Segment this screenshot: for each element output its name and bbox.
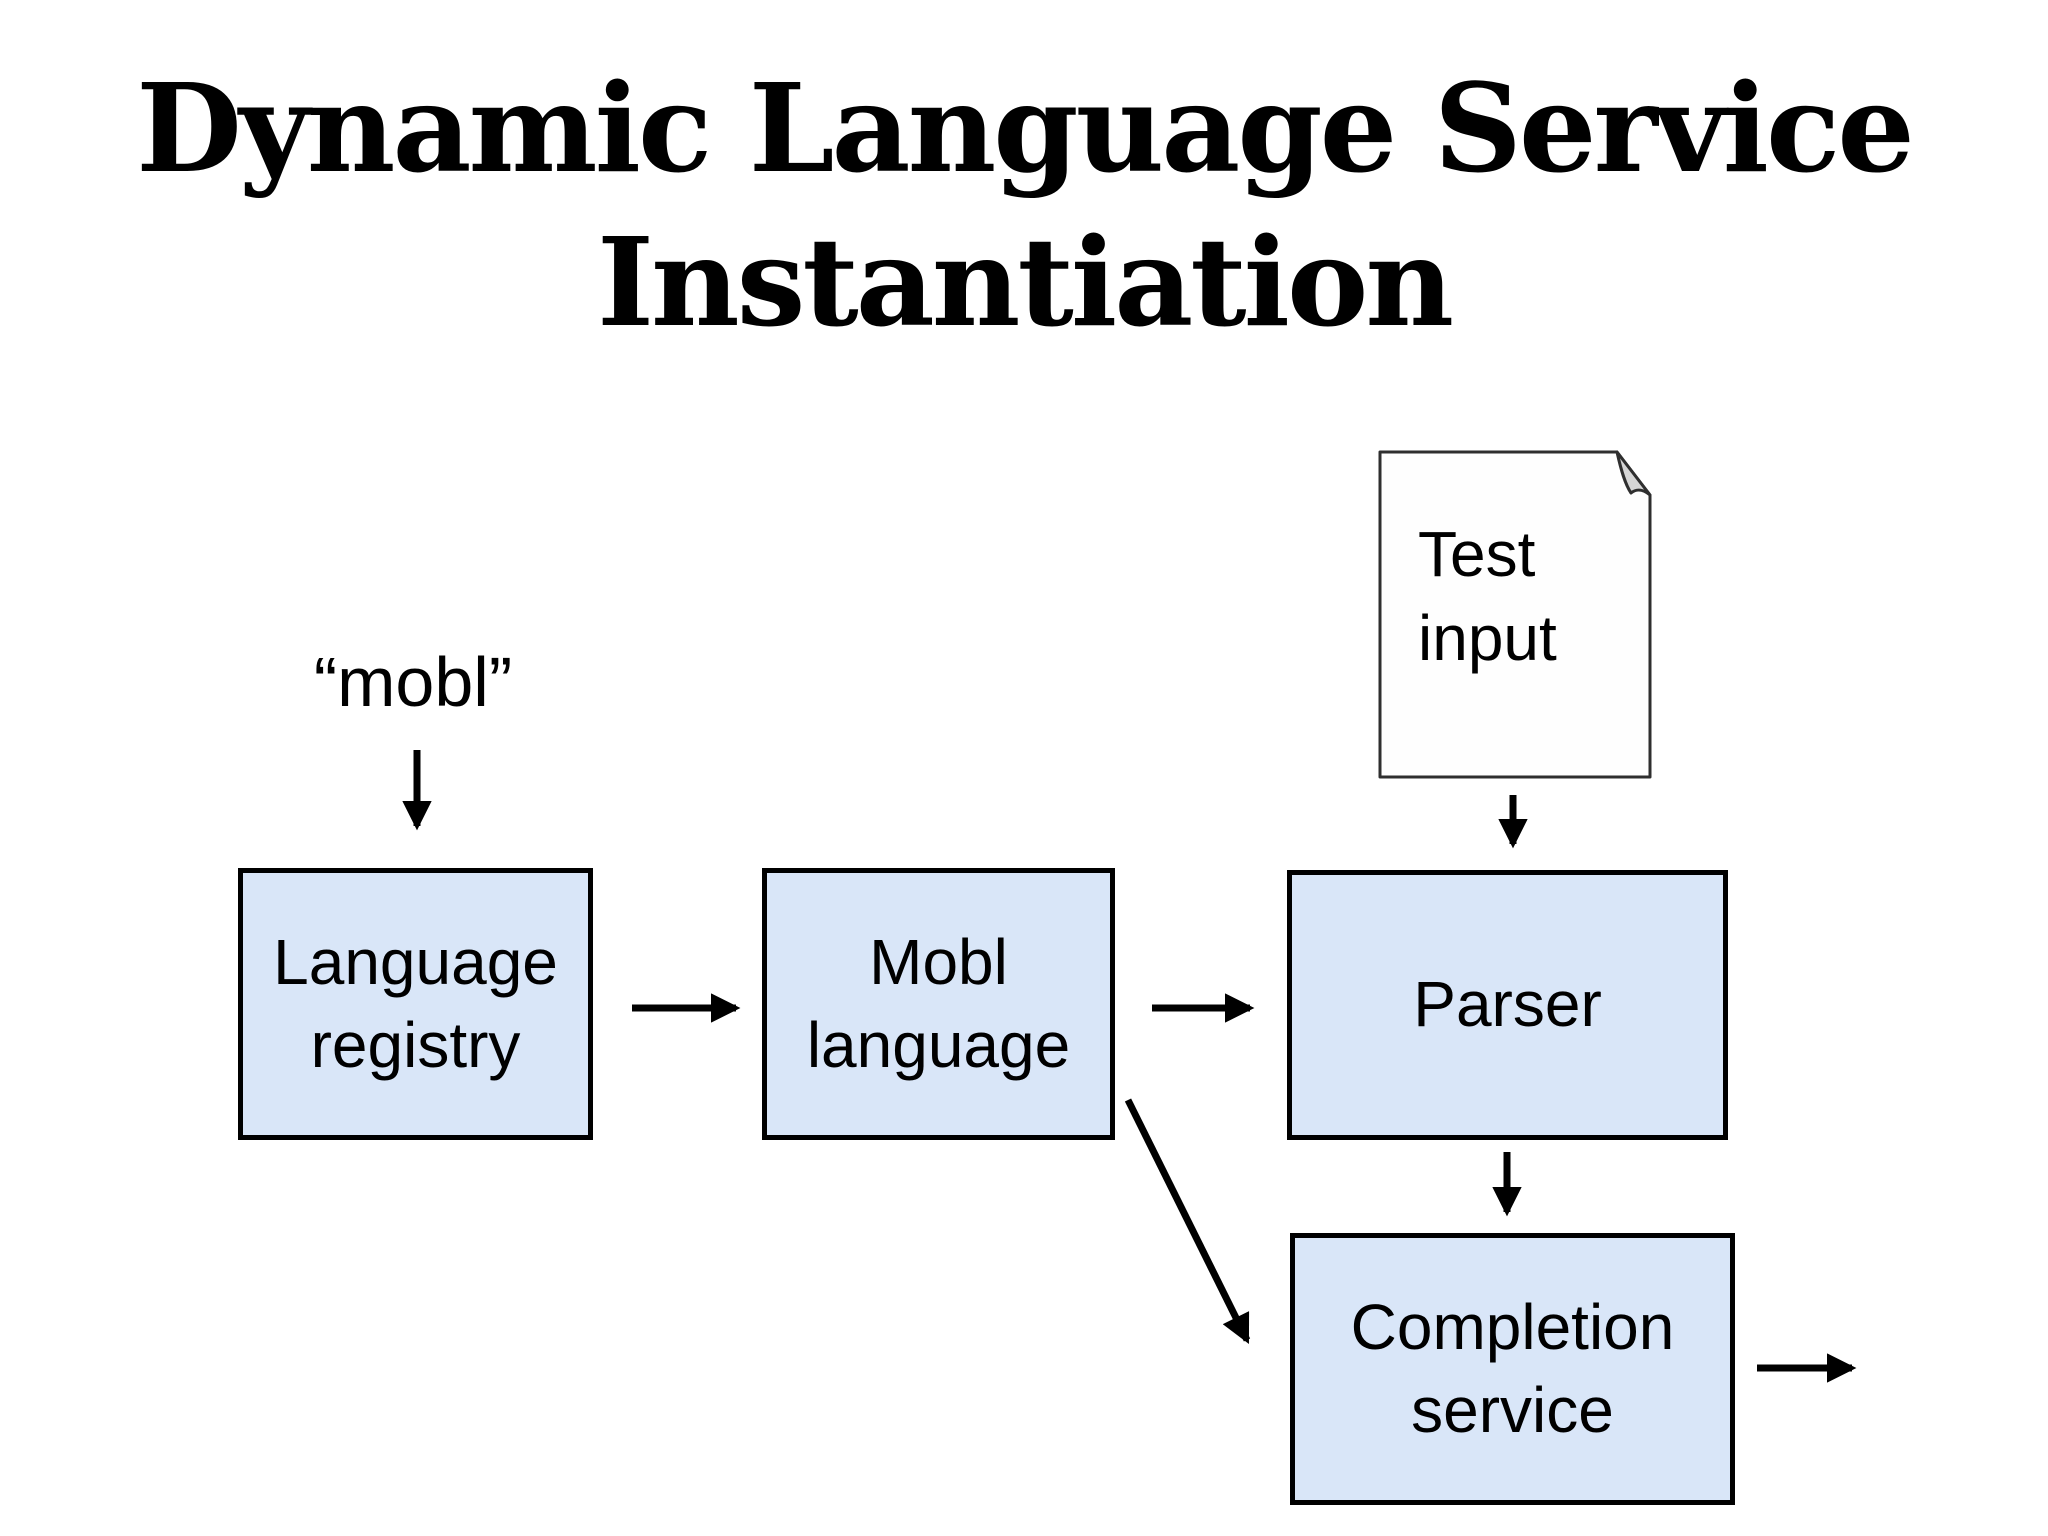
node-parser: Parser (1287, 870, 1728, 1140)
document-fold-corner-icon (1615, 450, 1652, 497)
node-label-language-registry: Language registry (273, 925, 558, 1081)
test-input-document: Test input (1378, 450, 1652, 779)
document-icon (1378, 450, 1652, 779)
node-mobl-language: Mobl language (762, 868, 1115, 1140)
document-shape (1378, 450, 1652, 779)
arrow-mobl-language-to-completion-icon (1124, 1098, 1251, 1344)
node-label-mobl-language: Mobl language (806, 925, 1071, 1081)
node-language-registry: Language registry (238, 868, 593, 1140)
mobl-input-label: “mobl” (313, 643, 513, 721)
node-label-test-input: Test input (1418, 518, 1557, 675)
node-completion-service: Completion service (1290, 1233, 1735, 1505)
node-label-completion-service: Completion service (1350, 1290, 1675, 1446)
slide-title: Dynamic Language Service Instantiation (136, 56, 1915, 354)
node-label-parser: Parser (1413, 968, 1602, 1041)
